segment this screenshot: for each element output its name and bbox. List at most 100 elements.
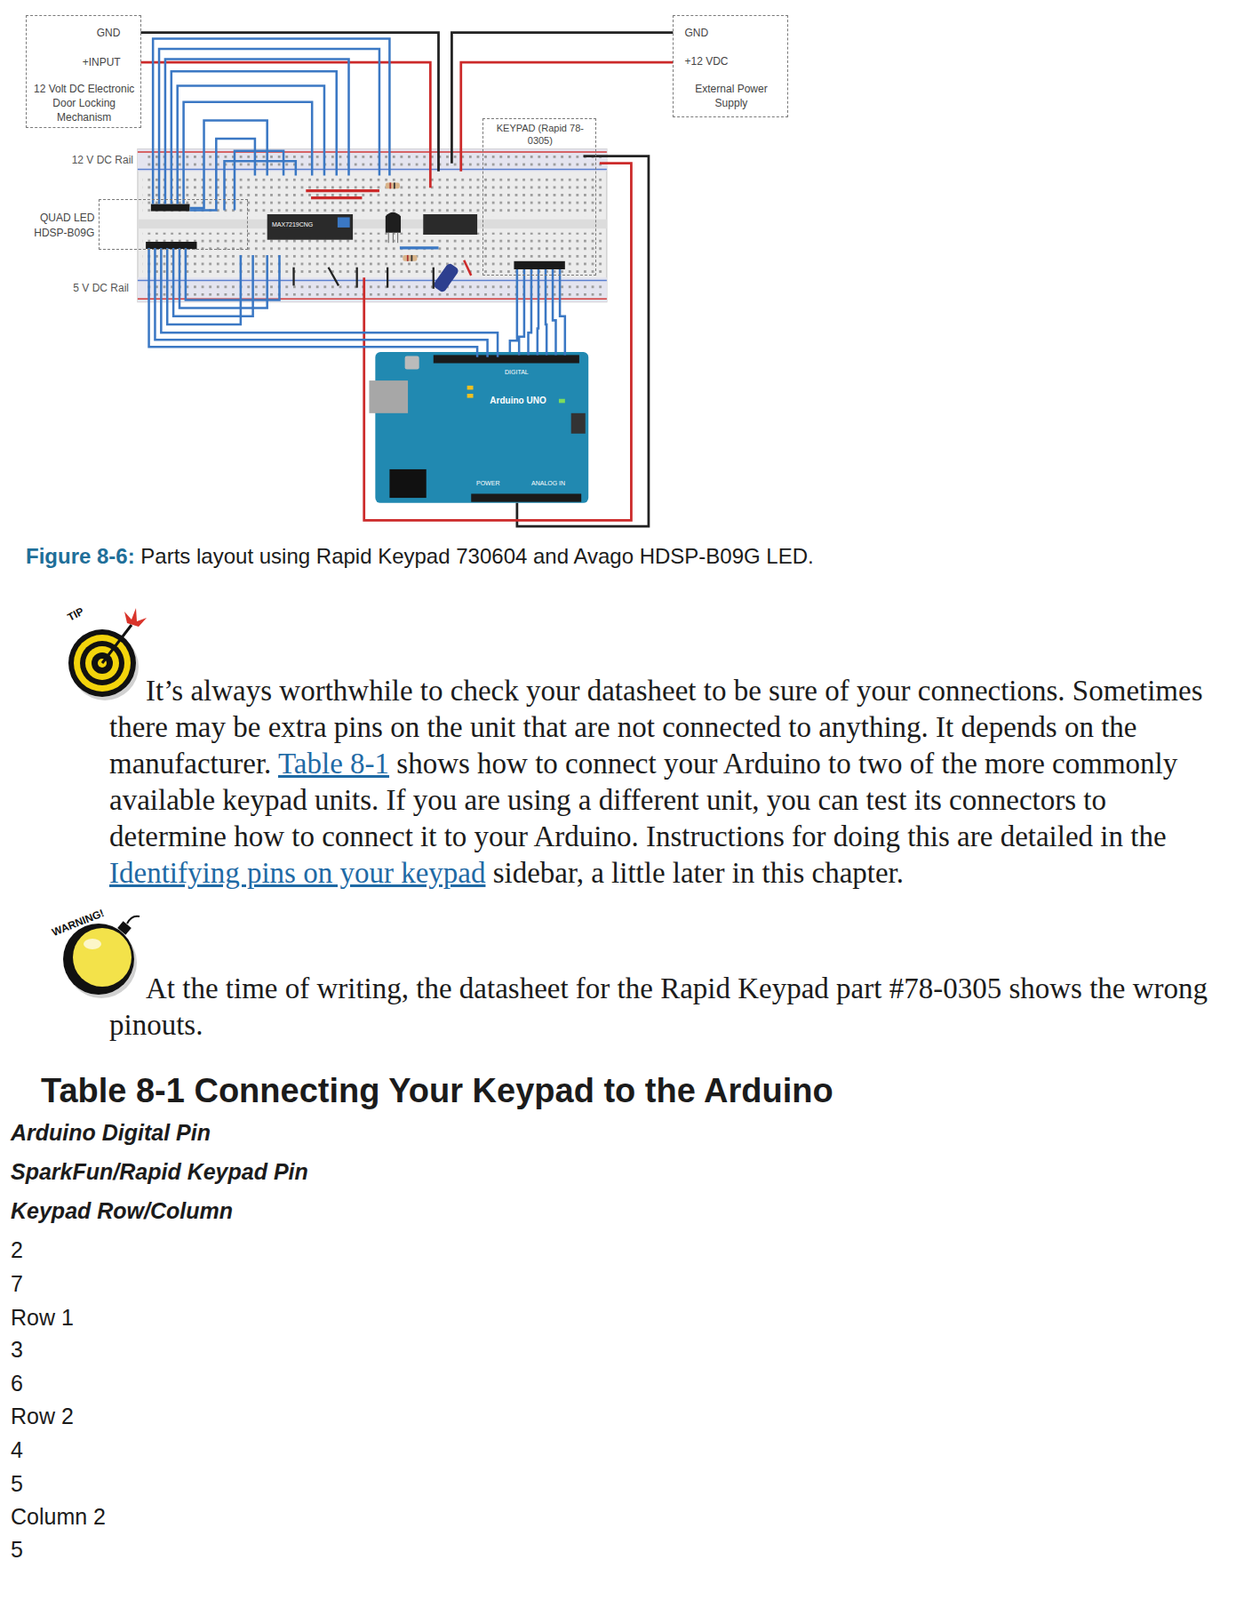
board-label: POWER (476, 478, 500, 487)
jumper-wire (399, 246, 439, 249)
led-wire (167, 247, 241, 325)
chip-label: MAX7219CNG (271, 220, 313, 229)
terminal-label: +12 VDC (684, 55, 728, 69)
digital-header (433, 354, 580, 363)
table-cell: 2 (10, 1236, 24, 1264)
transistor-lead (392, 232, 394, 243)
table-cell: 4 (10, 1435, 24, 1464)
resistor-symbol (385, 182, 400, 189)
rail-holes (144, 154, 604, 168)
icon-label: WARNING! (49, 906, 106, 940)
led-wire (234, 151, 284, 211)
resistor-band (411, 255, 414, 262)
led-wire (165, 59, 350, 205)
breadboard-holes (143, 232, 605, 274)
table-header-cell: Keypad Row/Column (10, 1196, 233, 1225)
power-jack (389, 469, 426, 498)
table-cell: 7 (10, 1269, 24, 1298)
tip-paragraph: It’s always worthwhile to check your dat… (109, 672, 1221, 892)
power-rail (137, 149, 607, 172)
keypad-wire (528, 269, 532, 355)
max7219-chip (267, 214, 353, 240)
jumper-wire (328, 267, 339, 287)
rail-label: 12 V DC Rail (39, 153, 134, 168)
led-header (151, 204, 191, 212)
jumper-wire (305, 189, 380, 192)
led-wire (152, 39, 390, 205)
table-header-cell: Arduino Digital Pin (10, 1118, 211, 1147)
resistor-band (406, 255, 409, 262)
cross-reference-link: Table 8-1 (278, 747, 390, 780)
rail-line (137, 279, 607, 281)
device-label: QUAD LED HDSP-B09G (30, 210, 95, 241)
keypad-connector (513, 261, 565, 270)
keypad-wire (559, 269, 566, 355)
cross-reference-link: Identifying pins on your keypad (109, 856, 486, 889)
ground-wire (517, 156, 649, 527)
board-name: Arduino UNO (489, 394, 546, 407)
jumper-wire (337, 216, 351, 227)
transistor-lead (397, 232, 399, 243)
table-cell: Column 2 (10, 1502, 106, 1531)
terminal-label: GND (96, 26, 121, 40)
device-label: KEYPAD (Rapid 78-0305) (491, 121, 590, 147)
paragraph-text: sidebar, a little later in this chapter. (485, 856, 904, 889)
icon-label: TIP (65, 604, 88, 624)
board-led (467, 385, 474, 391)
keypad-wire (545, 269, 547, 355)
resistor-band (393, 182, 396, 189)
terminal-label: GND (684, 26, 709, 40)
led-display-box: QUAD LED HDSP-B09G (98, 199, 248, 250)
jumper-wire (432, 267, 435, 289)
jumper-wire (356, 267, 359, 288)
tip-arrow (102, 624, 132, 663)
jumper-wire (310, 196, 362, 200)
table-header-cell: SparkFun/Rapid Keypad Pin (10, 1157, 309, 1186)
transistor-lead (388, 232, 390, 243)
transistor-symbol (385, 212, 401, 233)
figure-caption: Figure 8-6: Parts layout using Rapid Key… (25, 542, 814, 570)
rail-line (137, 151, 607, 152)
signal-wire (160, 247, 498, 358)
board-led (558, 398, 566, 404)
resistor-symbol (402, 255, 417, 262)
capacitor-symbol (432, 262, 461, 294)
caption-text: Parts layout using Rapid Keypad 730604 a… (135, 543, 814, 568)
led-header (145, 241, 197, 249)
terminal-label: +INPUT (82, 55, 121, 70)
capacitor-lead (463, 260, 471, 276)
table-cell: Row 1 (10, 1303, 74, 1332)
keypad-wire (537, 269, 539, 355)
warning-bomb-cap (117, 920, 132, 934)
led-wire (185, 247, 280, 301)
signal-wire (154, 247, 487, 358)
led-wire (177, 85, 325, 204)
device-label: External Power Supply (688, 81, 774, 111)
table-cell: 5 (10, 1535, 24, 1563)
figure-number: Figure 8-6: (25, 543, 136, 568)
warning-paragraph: At the time of writing, the datasheet fo… (109, 970, 1221, 1044)
jumper-wire (292, 267, 295, 287)
resistor-band (389, 182, 391, 189)
table-cell: Row 2 (10, 1402, 74, 1430)
ground-wire (451, 32, 673, 164)
tip-arrow-fletching (124, 607, 147, 627)
warning-bomb-shine (83, 938, 102, 949)
icsp-header (571, 413, 586, 434)
keypad-box: KEYPAD (Rapid 78-0305) (482, 118, 598, 276)
rail-line (137, 168, 607, 170)
lock-mechanism-box: GND +INPUT 12 Volt DC Electronic Door Lock… (25, 15, 142, 128)
table-title: Table 8-1 Connecting Your Keypad to the … (40, 1068, 834, 1112)
reset-button (405, 356, 420, 370)
table-cell: 5 (10, 1469, 24, 1498)
ic-chip (422, 214, 478, 235)
table-cell: 3 (10, 1335, 24, 1364)
usb-jack (368, 380, 408, 414)
keypad-wire (516, 269, 519, 276)
center-groove (137, 219, 607, 229)
warning-bomb-icon (63, 923, 135, 995)
table-cell: 6 (10, 1369, 24, 1397)
device-label: 12 Volt DC Electronic Door Locking Mecha… (31, 81, 138, 125)
